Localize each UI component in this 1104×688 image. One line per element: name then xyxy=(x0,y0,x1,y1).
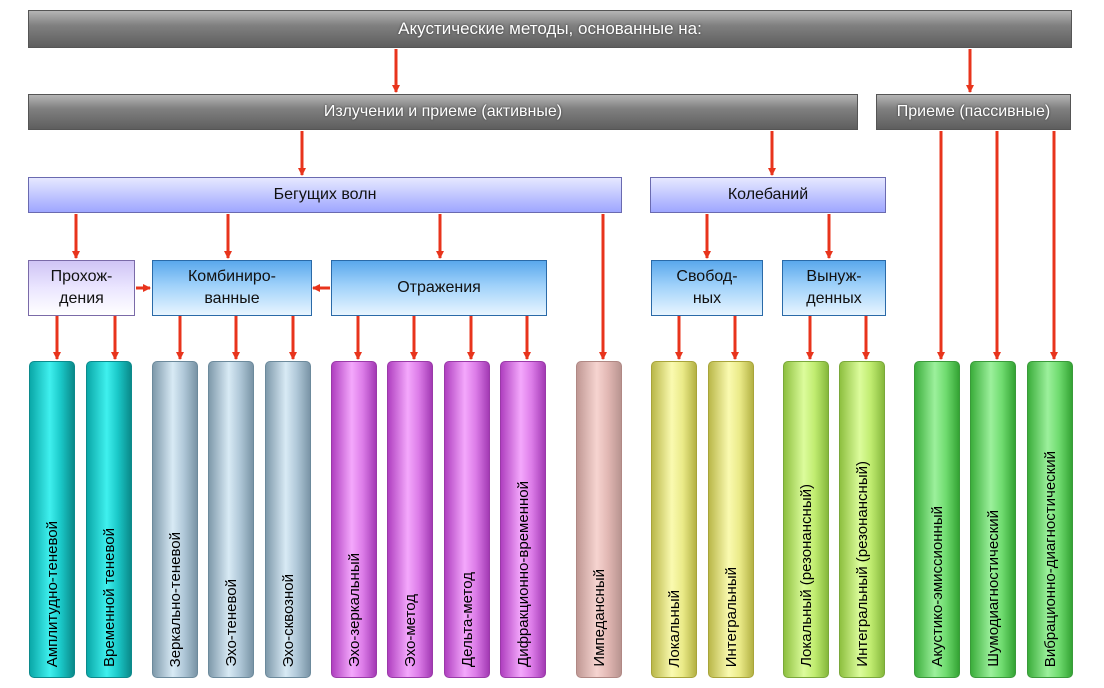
group-passive-label: Приеме (пассивные) xyxy=(896,103,1051,120)
type-forced-line2: денных xyxy=(806,290,862,307)
method-label: Эхо-теневой xyxy=(222,579,240,667)
method-label: Амплитудно-теневой xyxy=(43,520,61,667)
type-combined: Комбиниро- ванные xyxy=(152,260,312,316)
type-transmission: Прохож- дения xyxy=(28,260,135,316)
diagram-title-text: Акустические методы, основанные на: xyxy=(398,19,702,38)
method-label: Дифракционно-временной xyxy=(514,481,532,667)
type-free-line1: Свобод- xyxy=(676,268,738,285)
type-combined-line2: ванные xyxy=(204,290,260,307)
method-column: Зеркально-теневой xyxy=(152,361,198,678)
method-column: Эхо-метод xyxy=(387,361,433,678)
method-column: Эхо-зеркальный xyxy=(331,361,377,678)
method-column: Шумодиагностический xyxy=(970,361,1016,678)
method-label: Зеркально-теневой xyxy=(166,531,184,667)
method-column: Временной теневой xyxy=(86,361,132,678)
method-label: Интегральный (резонансный) xyxy=(853,461,871,667)
method-label: Эхо-сквозной xyxy=(279,573,297,667)
method-label: Локальный (резонансный) xyxy=(797,484,815,667)
subgroup-travelling-label: Бегущих волн xyxy=(273,186,377,203)
subgroup-oscillation: Колебаний xyxy=(650,177,886,213)
method-column: Амплитудно-теневой xyxy=(29,361,75,678)
type-forced: Вынуж- денных xyxy=(782,260,886,316)
method-column: Эхо-сквозной xyxy=(265,361,311,678)
method-column: Дельта-метод xyxy=(444,361,490,678)
method-label: Эхо-метод xyxy=(401,593,419,667)
method-column: Локальный (резонансный) xyxy=(783,361,829,678)
type-combined-line1: Комбиниро- xyxy=(187,268,277,285)
method-label: Локальный xyxy=(665,589,683,667)
method-label: Вибрационно-диагностический xyxy=(1041,450,1059,667)
group-active-label: Излучении и приеме (активные) xyxy=(323,103,563,120)
method-label: Дельта-метод xyxy=(458,571,476,667)
type-free: Свобод- ных xyxy=(651,260,763,316)
group-passive: Приеме (пассивные) xyxy=(876,94,1071,130)
method-label: Шумодиагностический xyxy=(984,510,1002,667)
method-label: Эхо-зеркальный xyxy=(345,552,363,667)
method-column: Дифракционно-временной xyxy=(500,361,546,678)
method-column: Эхо-теневой xyxy=(208,361,254,678)
type-transmission-line2: дения xyxy=(59,290,104,307)
subgroup-travelling-waves: Бегущих волн xyxy=(28,177,622,213)
subgroup-oscillation-label: Колебаний xyxy=(727,186,809,203)
method-label: Интегральный xyxy=(722,566,740,667)
method-label: Временной теневой xyxy=(100,528,118,667)
method-label: Импедансный xyxy=(590,569,608,667)
method-column: Акустико-эмиссионный xyxy=(914,361,960,678)
method-column: Вибрационно-диагностический xyxy=(1027,361,1073,678)
group-active: Излучении и приеме (активные) xyxy=(28,94,858,130)
method-label: Акустико-эмиссионный xyxy=(928,506,946,667)
method-column: Интегральный xyxy=(708,361,754,678)
type-free-line2: ных xyxy=(692,290,722,307)
type-forced-line1: Вынуж- xyxy=(806,268,862,285)
method-column: Локальный xyxy=(651,361,697,678)
type-reflection: Отражения xyxy=(331,260,547,316)
method-column: Интегральный (резонансный) xyxy=(839,361,885,678)
diagram-title: Акустические методы, основанные на: xyxy=(28,10,1072,48)
method-column: Импедансный xyxy=(576,361,622,678)
type-transmission-line1: Прохож- xyxy=(50,268,113,285)
type-reflection-label: Отражения xyxy=(397,279,481,296)
